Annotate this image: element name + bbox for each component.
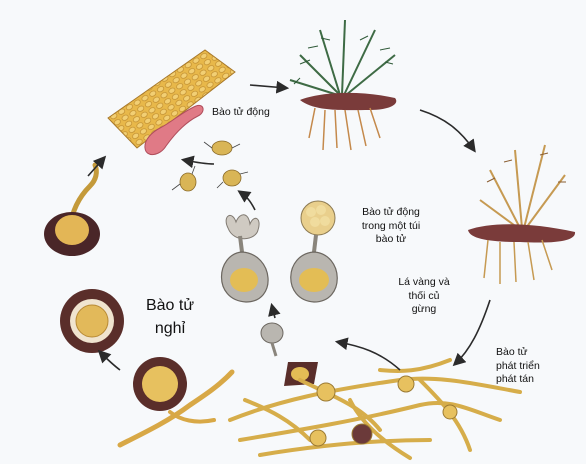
motile-zoospores bbox=[172, 141, 248, 191]
hyphae-mycelium bbox=[230, 360, 520, 458]
forming-resting-spore bbox=[120, 357, 232, 445]
resting-spore bbox=[60, 289, 124, 353]
label-line: Bào tử bbox=[496, 346, 572, 360]
label-line: phát tán bbox=[496, 373, 572, 387]
label-yellow-leaves-rot: Lá vàng và thối củ gừng bbox=[382, 276, 466, 317]
label-motile-spores: Bào tử động bbox=[212, 106, 292, 120]
healthy-ginger-plant bbox=[290, 20, 396, 150]
infected-root-tissue bbox=[108, 50, 235, 155]
label-spore-spread: Bào tử phát triển phát tán bbox=[496, 346, 572, 387]
germinating-spore bbox=[44, 165, 100, 256]
label-line: trong một túi bbox=[336, 220, 446, 234]
label-line: phát triển bbox=[496, 360, 572, 374]
label-line: nghỉ bbox=[130, 317, 210, 340]
label-spores-in-sac: Bào tử động trong một túi bào tử bbox=[336, 206, 446, 247]
label-line: Bào tử bbox=[130, 294, 210, 317]
label-line: gừng bbox=[382, 303, 466, 317]
label-line: Bào tử động bbox=[336, 206, 446, 220]
diseased-ginger-plant bbox=[468, 145, 575, 284]
hyphae-spores bbox=[310, 376, 457, 446]
sporangia bbox=[222, 201, 338, 386]
label-line: Lá vàng và bbox=[382, 276, 466, 290]
label-resting-spore: Bào tử nghỉ bbox=[130, 294, 210, 340]
label-line: thối củ bbox=[382, 290, 466, 304]
label-line: bào tử bbox=[336, 233, 446, 247]
